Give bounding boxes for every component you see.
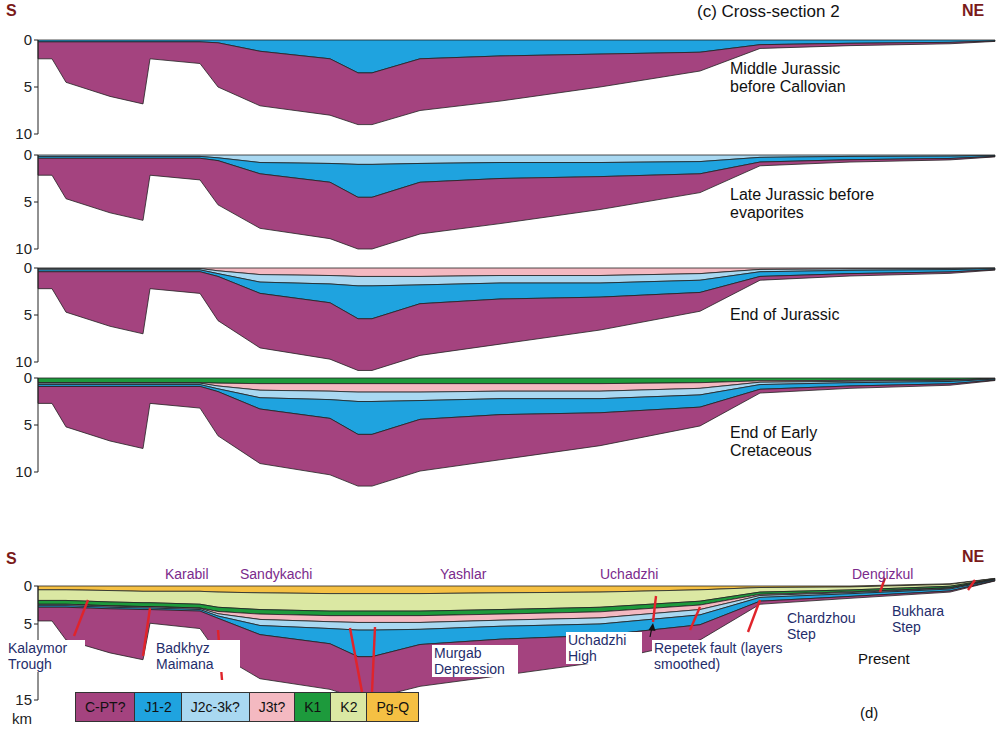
axis-tick — [34, 425, 38, 426]
strata-layer — [38, 581, 995, 699]
panel-label: (d) — [860, 704, 878, 721]
legend-text: K1 — [304, 699, 321, 715]
depth-label: 15 — [2, 691, 32, 708]
stage-title: Late Jurassic before evaporites — [730, 186, 880, 223]
legend-swatch: Pg-Q — [366, 692, 419, 722]
direction-label: S — [6, 2, 17, 20]
place-name: Dengizkul — [852, 566, 913, 582]
legend-text: Pg-Q — [376, 699, 409, 715]
panel-label: Present — [858, 650, 910, 667]
axis-tick — [34, 134, 38, 135]
axis-tick — [34, 315, 38, 316]
structure-name: Repetek fault (layers smoothed) — [652, 640, 796, 672]
depth-label: km — [2, 710, 32, 727]
fault-line — [143, 608, 150, 656]
strata-layer — [38, 156, 995, 249]
fault-line — [968, 580, 975, 590]
place-name: Sandykachi — [240, 566, 312, 582]
axis-tick — [34, 87, 38, 88]
stage-title: End of Jurassic — [730, 306, 930, 324]
pointer-arrowhead — [649, 623, 656, 631]
structure-name: Murgab Depression — [432, 645, 518, 677]
place-name: Yashlar — [440, 566, 486, 582]
depth-label: 0 — [2, 369, 32, 386]
legend-text: K2 — [340, 699, 357, 715]
legend-swatch: J2c-3k? — [181, 692, 250, 722]
fault-line — [372, 627, 375, 692]
direction-label: NE — [962, 2, 984, 20]
section-panel — [34, 155, 995, 249]
depth-label: 5 — [2, 416, 32, 433]
depth-label: 5 — [2, 78, 32, 95]
axis-tick — [34, 155, 38, 156]
stage-title: End of Early Cretaceous — [730, 424, 870, 461]
legend-swatch: K1 — [294, 692, 331, 722]
fault-line — [350, 628, 362, 692]
axis-tick — [34, 700, 38, 701]
axis-tick — [34, 268, 38, 269]
depth-label: 10 — [2, 463, 32, 480]
section-panel — [34, 578, 995, 700]
depth-label: 0 — [2, 146, 32, 163]
axis-tick — [34, 624, 38, 625]
section-panel — [34, 40, 995, 134]
legend-swatch: K2 — [330, 692, 367, 722]
depth-label: 0 — [2, 31, 32, 48]
section-panel — [34, 268, 995, 370]
legend-swatch: C-PT? — [75, 692, 135, 722]
depth-label: 10 — [2, 125, 32, 142]
place-name: Uchadzhi — [600, 566, 658, 582]
legend-swatch: J1-2 — [134, 692, 181, 722]
direction-label: S — [6, 550, 17, 568]
axis-tick — [34, 378, 38, 379]
depth-label: 5 — [2, 193, 32, 210]
axis-tick — [34, 472, 38, 473]
axis-tick — [34, 249, 38, 250]
axis-tick — [34, 586, 38, 587]
depth-label: 0 — [2, 259, 32, 276]
structure-name: Uchadzhi High — [566, 632, 642, 664]
depth-label: 5 — [2, 306, 32, 323]
legend: C-PT? J1-2 J2c-3k? J3t? K1 K2 Pg-Q — [75, 692, 418, 722]
legend-text: J2c-3k? — [191, 699, 240, 715]
depth-label: 5 — [2, 615, 32, 632]
structure-name: Bukhara Step — [890, 603, 960, 635]
depth-label: 0 — [2, 577, 32, 594]
fault-line — [748, 600, 760, 632]
place-name: Karabil — [165, 566, 209, 582]
fault-line — [74, 600, 88, 636]
section-panel — [34, 378, 995, 486]
structure-name: Chardzhou Step — [785, 610, 865, 642]
fault-line — [653, 596, 656, 622]
axis-tick — [34, 202, 38, 203]
strata-layer — [38, 270, 995, 371]
fault-line — [690, 607, 700, 630]
direction-label: NE — [962, 548, 984, 566]
strata-layer — [38, 41, 995, 125]
legend-text: C-PT? — [85, 699, 125, 715]
structure-name: Kalaymor Trough — [6, 640, 85, 672]
stage-title: Middle Jurassic before Callovian — [730, 60, 880, 97]
legend-swatch: J3t? — [249, 692, 295, 722]
structure-name: Badkhyz Maimana — [154, 640, 240, 672]
figure-title: (c) Cross-section 2 — [697, 2, 840, 22]
legend-text: J3t? — [259, 699, 285, 715]
strata-layer — [38, 380, 995, 486]
depth-label: 10 — [2, 240, 32, 257]
axis-tick — [34, 40, 38, 41]
depth-label: 10 — [2, 353, 32, 370]
axis-tick — [34, 362, 38, 363]
legend-text: J1-2 — [144, 699, 171, 715]
